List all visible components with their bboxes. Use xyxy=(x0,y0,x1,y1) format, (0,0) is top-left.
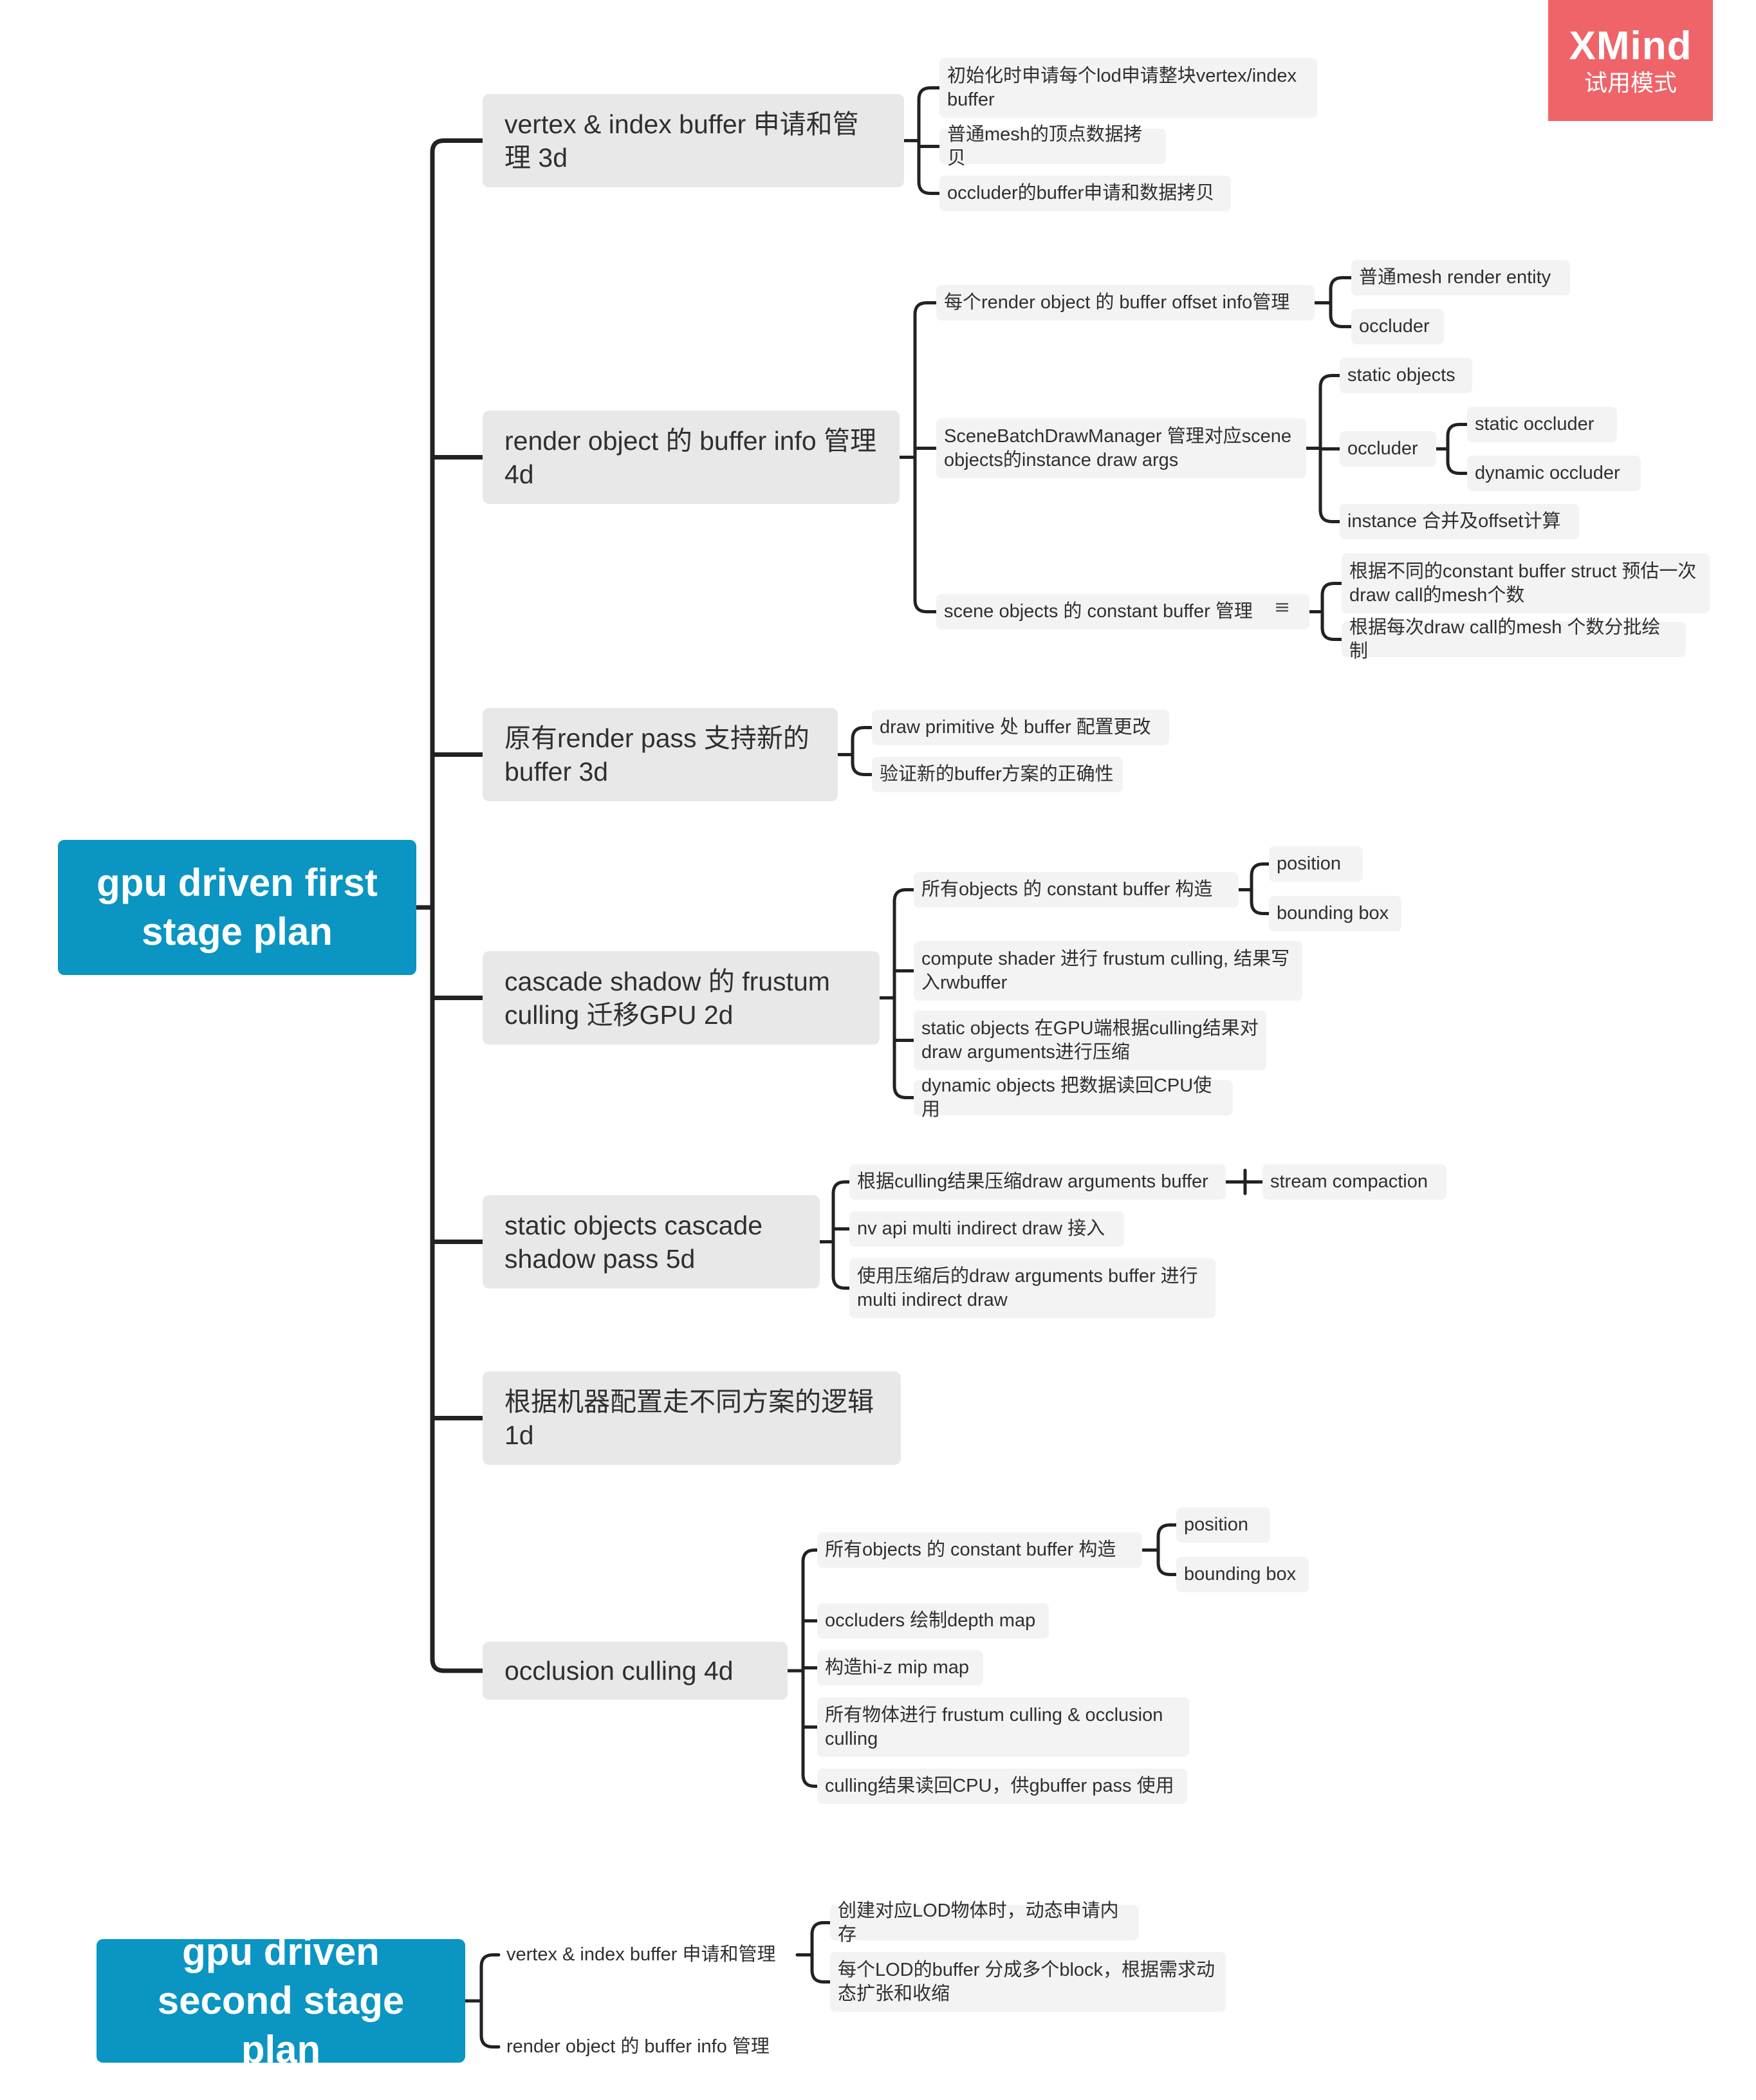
leaf-occluder[interactable]: occluder xyxy=(1351,309,1444,344)
subtopic-verify-new-buffer[interactable]: 验证新的buffer方案的正确性 xyxy=(872,757,1123,792)
connector-line xyxy=(1329,276,1353,291)
subtopic-dynamic-objects-readback[interactable]: dynamic objects 把数据读回CPU使用 xyxy=(914,1075,1233,1120)
topic-cascade-shadow-frustum-culling[interactable]: cascade shadow 的 frustum culling 迁移GPU 2… xyxy=(483,951,880,1045)
leaf-stream-compaction[interactable]: stream compaction xyxy=(1262,1164,1446,1200)
topic-render-pass-new-buffer[interactable]: 原有render pass 支持新的buffer 3d xyxy=(483,708,838,801)
root-topic-second-stage[interactable]: gpu driven second stage plan xyxy=(97,1930,465,2071)
connector-line xyxy=(892,1084,916,1099)
connector-line xyxy=(851,726,874,741)
connector-line xyxy=(1318,374,1342,389)
subtopic-compute-shader-culling[interactable]: compute shader 进行 frustum culling, 结果写入r… xyxy=(914,941,1302,1001)
connector-line xyxy=(1320,582,1344,597)
connector-line xyxy=(801,1548,819,1563)
subtopic-nv-api-multi-indirect[interactable]: nv api multi indirect draw 接入 xyxy=(849,1211,1124,1247)
connector-line xyxy=(1329,313,1353,328)
subtopic-constant-buffer-build-2[interactable]: 所有objects 的 constant buffer 构造 xyxy=(817,1532,1142,1568)
topic-occlusion-culling[interactable]: occlusion culling 4d xyxy=(483,1642,788,1700)
leaf-estimate-mesh-per-drawcall[interactable]: 根据不同的constant buffer struct 预估一次draw cal… xyxy=(1342,553,1710,613)
topic-second-render-object-buffer-info[interactable]: render object 的 buffer info 管理 xyxy=(506,2036,770,2057)
subtopic-draw-primitive-buffer-config[interactable]: draw primitive 处 buffer 配置更改 xyxy=(872,710,1169,745)
subtopic-multi-indirect-draw[interactable]: 使用压缩后的draw arguments buffer 进行multi indi… xyxy=(849,1258,1215,1318)
connector-line xyxy=(1250,900,1271,915)
connector-line xyxy=(430,138,485,154)
topic-machine-config-logic[interactable]: 根据机器配置走不同方案的逻辑 1d xyxy=(483,1371,901,1465)
subtopic-hiz-mip-map[interactable]: 构造hi-z mip map xyxy=(817,1650,983,1686)
connector-line xyxy=(810,1969,832,1984)
subtopic-occluder[interactable]: occluder xyxy=(1340,431,1436,467)
connector-line xyxy=(1320,626,1344,641)
leaf-bounding-box-1[interactable]: bounding box xyxy=(1269,896,1401,931)
connector-line xyxy=(1446,423,1469,438)
topic-vertex-index-buffer[interactable]: vertex & index buffer 申请和管理 3d xyxy=(483,94,904,187)
connector-line xyxy=(1156,1561,1178,1576)
subtopic-occluder-buffer-copy[interactable]: occluder的buffer申请和数据拷贝 xyxy=(939,176,1231,211)
leaf-dynamic-occluder[interactable]: dynamic occluder xyxy=(1467,456,1641,491)
leaf-position-1[interactable]: position xyxy=(1269,846,1363,882)
subtopic-lod-buffer-blocks[interactable]: 每个LOD的buffer 分成多个block，根据需求动态扩张和收缩 xyxy=(830,1952,1226,2012)
leaf-instance-merge-offset[interactable]: instance 合并及offset计算 xyxy=(1340,504,1579,539)
subtopic-dynamic-alloc-lod[interactable]: 创建对应LOD物体时，动态申请内存 xyxy=(830,1900,1139,1945)
connector-line xyxy=(892,888,916,903)
connector-line xyxy=(913,301,938,316)
connector-line xyxy=(851,761,874,776)
connector-line xyxy=(801,1773,819,1788)
leaf-batch-draw-by-mesh-count[interactable]: 根据每次draw call的mesh 个数分批绘制 xyxy=(1342,617,1686,662)
topic-second-vertex-index-buffer[interactable]: vertex & index buffer 申请和管理 xyxy=(506,1944,776,1965)
subtopic-scene-batch-draw-manager[interactable]: SceneBatchDrawManager 管理对应scene objects的… xyxy=(936,418,1306,478)
leaf-bounding-box-2[interactable]: bounding box xyxy=(1176,1557,1309,1592)
subtopic-culling-readback-gbuffer[interactable]: culling结果读回CPU，供gbuffer pass 使用 xyxy=(817,1769,1187,1804)
subtopic-buffer-offset-info[interactable]: 每个render object 的 buffer offset info管理 xyxy=(936,285,1315,321)
xmind-trial-watermark: XMind 试用模式 xyxy=(1548,0,1713,121)
connector-line xyxy=(1318,508,1342,523)
subtopic-scene-constant-buffer[interactable]: scene objects 的 constant buffer 管理 xyxy=(936,594,1309,629)
leaf-normal-mesh-render-entity[interactable]: 普通mesh render entity xyxy=(1351,260,1570,295)
connector-line xyxy=(1446,460,1469,475)
root-topic-first-stage[interactable]: gpu driven first stage plan xyxy=(58,840,416,975)
subtopic-constant-buffer-build-1[interactable]: 所有objects 的 constant buffer 构造 xyxy=(914,872,1239,907)
connector-line xyxy=(831,1275,851,1290)
connector-line xyxy=(917,86,941,101)
topic-render-object-buffer-info[interactable]: render object 的 buffer info 管理 4d xyxy=(483,411,900,504)
connector-line xyxy=(1156,1523,1178,1538)
connector-line xyxy=(430,1657,485,1673)
subtopic-mesh-vertex-copy[interactable]: 普通mesh的顶点数据拷贝 xyxy=(939,124,1166,169)
connector-line xyxy=(479,1953,501,1968)
leaf-position-2[interactable]: position xyxy=(1176,1507,1270,1543)
connector-line xyxy=(810,1921,832,1936)
subtopic-occluders-depth-map[interactable]: occluders 绘制depth map xyxy=(817,1603,1049,1639)
subtopic-frustum-occlusion-culling[interactable]: 所有物体进行 frustum culling & occlusion culli… xyxy=(817,1697,1189,1757)
connector-line xyxy=(1250,862,1271,877)
leaf-static-occluder[interactable]: static occluder xyxy=(1467,407,1617,442)
connector-line xyxy=(831,1180,851,1195)
watermark-subtitle: 试用模式 xyxy=(1584,70,1677,96)
connector-line xyxy=(917,180,941,195)
connector-line xyxy=(913,599,938,613)
leaf-static-objects[interactable]: static objects xyxy=(1340,358,1472,393)
notes-icon[interactable]: ≡ xyxy=(1274,596,1291,618)
topic-static-objects-cascade-shadow[interactable]: static objects cascade shadow pass 5d xyxy=(483,1195,820,1288)
connector-line xyxy=(479,2034,501,2049)
subtopic-compress-draw-args[interactable]: 根据culling结果压缩draw arguments buffer xyxy=(849,1164,1226,1200)
subtopic-static-objects-gpu-compress[interactable]: static objects 在GPU端根据culling结果对draw arg… xyxy=(914,1010,1266,1070)
subtopic-init-lod-buffer[interactable]: 初始化时申请每个lod申请整块vertex/index buffer xyxy=(939,58,1317,118)
watermark-title: XMind xyxy=(1569,24,1692,68)
